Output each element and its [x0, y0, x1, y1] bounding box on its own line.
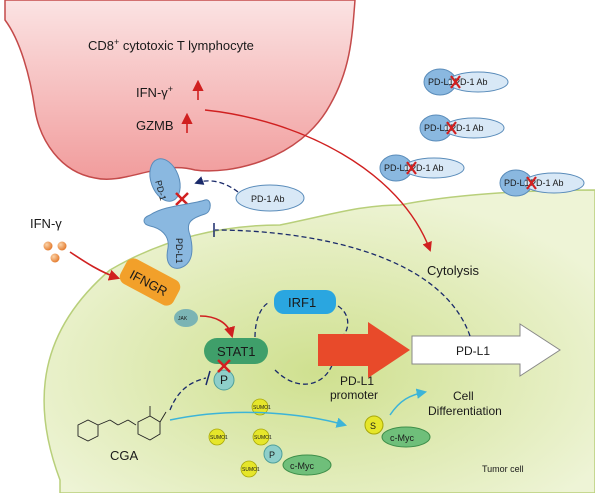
svg-text:STAT1: STAT1 [217, 344, 256, 359]
sumo1-label: SUMO1 [242, 467, 260, 473]
svg-text:PD-L1: PD-L1 [174, 238, 184, 264]
pdl1-promoter-label-line2: promoter [330, 388, 378, 402]
complex-pdl1-label: PD-L1 [504, 178, 530, 188]
complex-pdl1-label: PD-L1 [428, 77, 454, 87]
svg-text:c-Myc: c-Myc [290, 461, 314, 471]
cga-label: CGA [110, 448, 139, 463]
stat1-to-irf1-dashed [254, 301, 271, 338]
cmyc-to-differentiation-arrow [389, 388, 428, 416]
stat1-to-promoter-dashed [274, 354, 336, 385]
svg-text:PD-1 Ab: PD-1 Ab [251, 194, 285, 204]
ifn-gamma-label: IFN-γ [30, 216, 62, 231]
cga-phospho-tbar [205, 370, 211, 386]
x-mark [526, 176, 537, 190]
x-mark [406, 161, 417, 175]
irf1-to-promoter-dashed [337, 305, 349, 341]
complex-pdl1-label: PD-L1 [424, 123, 450, 133]
complex-ab-label: PD-1 Ab [454, 77, 488, 87]
tumor-cell-label: Tumor cell [482, 464, 524, 474]
gzmb-to-cytolysis-arrow [204, 109, 432, 252]
cytolysis-label: Cytolysis [427, 263, 480, 278]
sumo1-ball: SUMO1 [208, 428, 228, 446]
x-mark [450, 75, 461, 89]
pd1-antibody: PD-1 Ab [235, 184, 305, 212]
sumo1-ball: SUMO1 [251, 398, 271, 416]
irf1-protein: IRF1 [274, 290, 336, 314]
cell-differentiation-label-line2: Differentiation [428, 404, 502, 418]
ifn-to-ifngr-arrow [69, 251, 121, 281]
complex-ab-label: PD-1 Ab [530, 178, 564, 188]
cell-differentiation-label-line1: Cell [453, 389, 474, 403]
pdl1-gene-arrow [411, 323, 561, 377]
sumo1-ball: SUMO1 [240, 460, 260, 478]
t-cell-title: CD8+ cytotoxic T lymphocyte [88, 37, 254, 53]
jak-to-stat1-arrow [199, 315, 235, 339]
svg-text:P: P [220, 373, 228, 387]
cga-molecule-structure [77, 406, 167, 442]
gzmb-label: GZMB [136, 118, 174, 133]
svg-text:c-Myc: c-Myc [390, 433, 414, 443]
x-mark-stat1-phospho [217, 359, 231, 373]
complex-ab-label: PD-1 Ab [410, 163, 444, 173]
complex-ab-label: PD-1 Ab [450, 123, 484, 133]
jak-kinase: JAK [174, 309, 198, 327]
sumoylated-cmyc: c-Myc S [364, 415, 431, 448]
x-mark [446, 121, 457, 135]
pdl1-promoter-arrow [318, 322, 410, 378]
x-mark-pd1-pdl1 [175, 192, 189, 206]
sumo1-label: SUMO1 [254, 435, 272, 441]
stat1-protein: STAT1 [204, 338, 268, 364]
pdl1-promoter-label-line1: PD-L1 [340, 374, 374, 388]
svg-text:S: S [370, 421, 376, 431]
complex-pdl1-label: PD-L1 [384, 163, 410, 173]
svg-text:IRF1: IRF1 [288, 295, 316, 310]
pdl1-expression-dashed [214, 229, 471, 337]
svg-text:JAK: JAK [178, 316, 188, 322]
ifn-gamma-ligand [43, 241, 67, 263]
svg-text:P: P [269, 450, 275, 460]
phospho-cmyc: c-Myc P [263, 444, 332, 476]
ab-to-pd1-dashed-arrow [194, 176, 239, 193]
cga-to-phospho-dashed [169, 377, 207, 411]
pdl1-receptor: PD-L1 [143, 199, 211, 269]
sumo1-label: SUMO1 [253, 405, 271, 411]
t-cell-membrane [4, 0, 356, 180]
ifn-gamma-plus-label: IFN-γ+ [136, 84, 173, 100]
pdl1-gene-label: PD-L1 [456, 344, 490, 358]
cga-to-cmyc-cyan-arrow [169, 411, 348, 428]
sumo1-ball: SUMO1 [252, 428, 272, 446]
sumo1-label: SUMO1 [210, 435, 228, 441]
stat1-phosphate: P [213, 369, 235, 391]
